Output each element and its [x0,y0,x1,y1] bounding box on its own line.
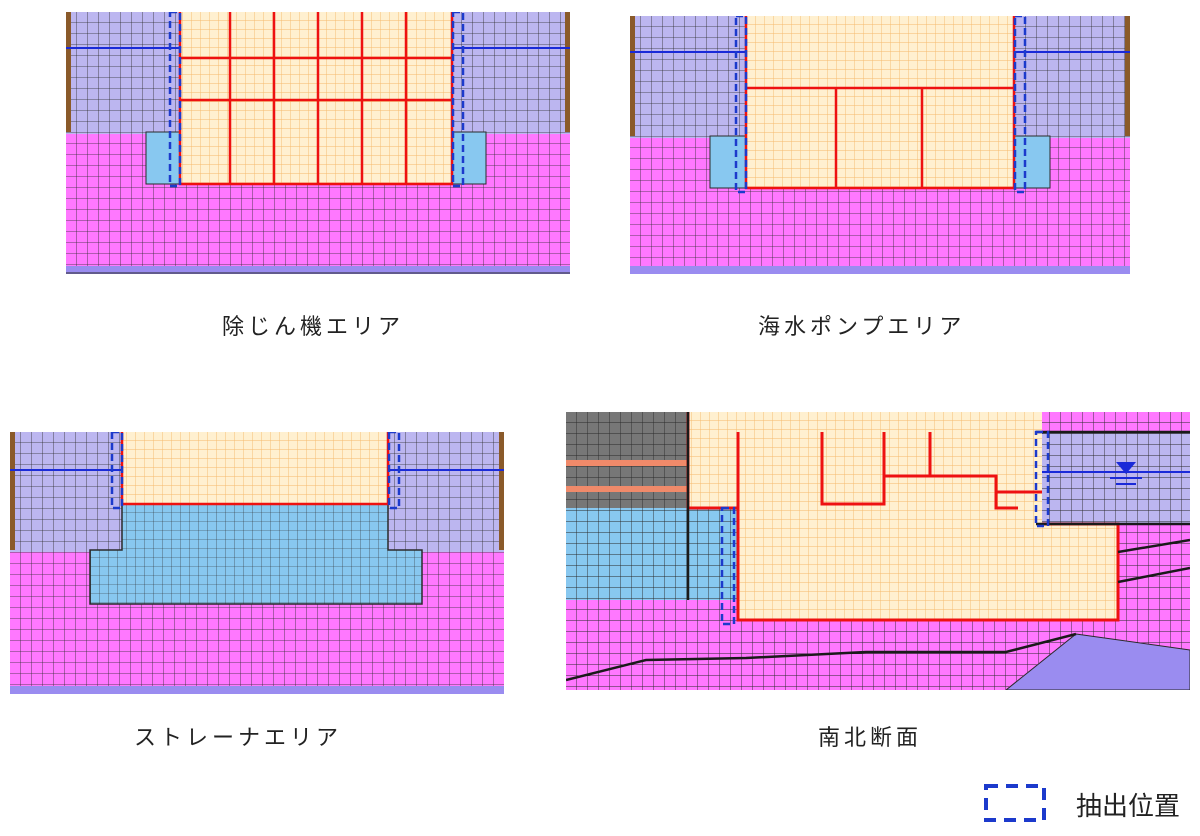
panel-2-svg [630,16,1130,274]
panel-3-mesh [10,432,504,694]
panel-3-svg [10,432,504,694]
panel-3-caption: ストレーナエリア [134,726,343,751]
panel-4-caption: 南北断面 [818,726,923,751]
panel-1-svg [66,12,570,274]
panel-2-mesh [630,16,1130,274]
legend: 抽出位置 [980,782,1190,826]
panel-4-mesh [566,412,1190,690]
panel-1-mesh [66,12,570,274]
panel-4-svg [566,412,1190,690]
dashed-box-icon [984,784,1046,822]
panel-1-caption: 除じん機エリア [222,315,405,340]
legend-label: 抽出位置 [1076,792,1181,822]
panel-2-caption: 海水ポンプエリア [758,315,966,340]
